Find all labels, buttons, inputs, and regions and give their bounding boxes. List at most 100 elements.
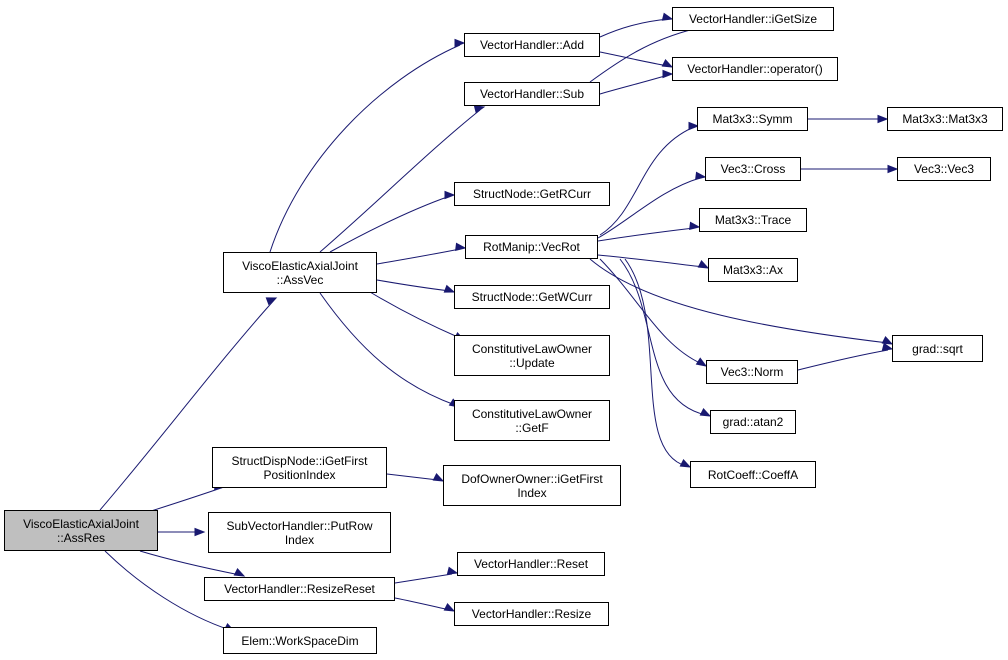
node-vectorhandler-igetsize[interactable]: VectorHandler::iGetSize <box>672 7 834 31</box>
node-label: Vec3::Cross <box>720 162 786 176</box>
node-label: StructNode::GetRCurr <box>472 187 592 201</box>
node-label-line: ViscoElasticAxialJoint <box>242 258 358 273</box>
edge-assvec-sub-arrowhead <box>473 105 486 114</box>
node-vec3-cross[interactable]: Vec3::Cross <box>705 157 801 181</box>
edge-vecrot-ax-arrowhead <box>697 259 710 269</box>
edge-vecrot-cross <box>597 177 701 239</box>
node-viscoelasticaxialjoint-assres: ViscoElasticAxialJoint ::AssRes <box>4 510 158 551</box>
node-vec3-vec3[interactable]: Vec3::Vec3 <box>897 157 991 181</box>
edge-assvec-sub <box>319 109 481 253</box>
node-vectorhandler-resize[interactable]: VectorHandler::Resize <box>454 602 609 626</box>
node-vectorhandler-sub[interactable]: VectorHandler::Sub <box>464 82 600 106</box>
node-label: Elem::WorkSpaceDim <box>241 633 359 648</box>
node-label-line: ConstitutiveLawOwner <box>471 406 593 421</box>
edge-add-igetsize <box>599 18 669 38</box>
node-mat3x3-ax[interactable]: Mat3x3::Ax <box>708 258 798 282</box>
edge-resizereset-reset <box>394 573 453 584</box>
node-label-line: ::Update <box>509 355 555 370</box>
edge-sub-operator <box>599 74 669 95</box>
node-label-line: ::AssVec <box>276 272 324 287</box>
edge-symm-mat3x3-arrowhead <box>877 114 889 124</box>
edge-resizereset-reset-arrowhead <box>446 566 459 575</box>
node-label: Mat3x3::Symm <box>712 112 793 126</box>
node-rotcoeff-coeffa[interactable]: RotCoeff::CoeffA <box>690 461 816 488</box>
edge-assvec-add-arrowhead <box>454 38 466 48</box>
node-constitutivelawowner-update[interactable]: ConstitutiveLawOwner ::Update <box>454 335 610 376</box>
edge-assres-resizereset <box>139 550 241 576</box>
node-subvectorhandler-putrowindex[interactable]: SubVectorHandler::PutRow Index <box>208 512 391 553</box>
edge-sub-operator-arrowhead <box>662 69 674 79</box>
edge-assvec-getrcurr-arrowhead <box>444 190 456 200</box>
node-viscoelasticaxialjoint-assvec[interactable]: ViscoElasticAxialJoint ::AssVec <box>223 252 377 293</box>
edge-vecrot-coeffa <box>624 258 687 467</box>
node-label: VectorHandler::Reset <box>473 557 589 571</box>
node-grad-sqrt[interactable]: grad::sqrt <box>892 335 983 362</box>
node-vectorhandler-add[interactable]: VectorHandler::Add <box>464 33 600 57</box>
edge-assres-structdispnode <box>147 486 225 513</box>
edge-assvec-vecrot-arrowhead <box>455 242 467 252</box>
node-rotmanip-vecrot[interactable]: RotManip::VecRot <box>465 235 598 259</box>
edge-resizereset-resize-arrowhead <box>443 602 456 612</box>
node-label-line: Index <box>517 485 547 500</box>
edge-structdispnode-doo-arrowhead <box>432 472 445 482</box>
node-vectorhandler-operator[interactable]: VectorHandler::operator() <box>672 57 838 81</box>
edge-add-igetsize-arrowhead <box>661 12 674 21</box>
edge-assvec-update <box>369 291 461 339</box>
edge-add-operator-arrowhead <box>661 58 674 68</box>
node-structdispnode-igetfirstpositionindex[interactable]: StructDispNode::iGetFirst PositionIndex <box>212 447 387 488</box>
node-label: Mat3x3::Trace <box>714 213 792 227</box>
edge-vecrot-cross-arrowhead <box>695 171 707 181</box>
node-label: StructNode::GetWCurr <box>471 290 593 304</box>
edge-structdispnode-doo <box>386 473 439 481</box>
node-constitutivelawowner-getf[interactable]: ConstitutiveLawOwner ::GetF <box>454 400 610 441</box>
edge-assvec-vecrot <box>376 248 461 265</box>
edge-cross-vec3-arrowhead <box>887 164 899 174</box>
node-label-line: SubVectorHandler::PutRow <box>226 518 373 533</box>
edge-assvec-getwcurr <box>376 279 451 292</box>
edge-vecrot-symm <box>599 126 695 236</box>
node-label-line: StructDispNode::iGetFirst <box>231 453 368 468</box>
node-vectorhandler-resizereset[interactable]: VectorHandler::ResizeReset <box>204 577 395 601</box>
node-label: Vec3::Vec3 <box>913 162 975 176</box>
node-label: VectorHandler::Sub <box>479 87 585 101</box>
node-label-line: PositionIndex <box>263 467 336 482</box>
node-mat3x3-mat3x3[interactable]: Mat3x3::Mat3x3 <box>887 107 1003 131</box>
node-structnode-getwcurr[interactable]: StructNode::GetWCurr <box>454 285 610 309</box>
node-vec3-norm[interactable]: Vec3::Norm <box>706 360 798 384</box>
node-label: VectorHandler::operator() <box>687 62 823 76</box>
edge-vecrot-sqrt-arrowhead <box>881 335 894 345</box>
node-grad-atan2[interactable]: grad::atan2 <box>710 410 796 434</box>
node-vectorhandler-reset[interactable]: VectorHandler::Reset <box>457 552 605 576</box>
edge-vecrot-coeffa-arrowhead <box>679 458 692 468</box>
edge-vecrot-symm-arrowhead <box>688 121 700 131</box>
edge-assres-putrowindex-arrowhead <box>194 527 206 537</box>
node-label: Mat3x3::Ax <box>722 263 784 277</box>
node-label-line: ConstitutiveLawOwner <box>471 341 593 356</box>
node-label: VectorHandler::ResizeReset <box>224 582 375 596</box>
node-elem-workspacedim[interactable]: Elem::WorkSpaceDim <box>223 627 377 654</box>
edge-norm-sqrt <box>797 349 889 371</box>
edge-assres-workspacedim <box>104 550 231 631</box>
node-dofownerowner-igetfirstindex[interactable]: DofOwnerOwner::iGetFirst Index <box>443 465 621 506</box>
edge-assvec-add <box>269 44 461 253</box>
edge-assvec-getf <box>319 292 456 406</box>
edge-vecrot-atan2-arrowhead <box>699 407 712 417</box>
edge-assres-resizereset-arrowhead <box>233 567 246 577</box>
node-label-line: ViscoElasticAxialJoint <box>23 516 139 531</box>
node-label: RotManip::VecRot <box>483 240 580 254</box>
edge-vecrot-norm-arrowhead <box>695 357 708 367</box>
edge-vecrot-ax <box>597 254 705 268</box>
edge-resizereset-resize <box>394 597 451 611</box>
node-label-line: Index <box>284 532 315 547</box>
node-label: VectorHandler::Add <box>479 38 585 52</box>
node-label-line: DofOwnerOwner::iGetFirst <box>461 471 603 486</box>
node-label: grad::sqrt <box>912 341 963 356</box>
node-mat3x3-symm[interactable]: Mat3x3::Symm <box>697 107 808 131</box>
node-mat3x3-trace[interactable]: Mat3x3::Trace <box>699 208 807 232</box>
edge-assres-assvec-arrowhead <box>265 297 278 306</box>
edge-assvec-getrcurr <box>329 195 451 253</box>
node-label: RotCoeff::CoeffA <box>707 467 799 482</box>
node-structnode-getrcurr[interactable]: StructNode::GetRCurr <box>454 182 610 206</box>
edge-sub-igetsize <box>589 28 695 83</box>
